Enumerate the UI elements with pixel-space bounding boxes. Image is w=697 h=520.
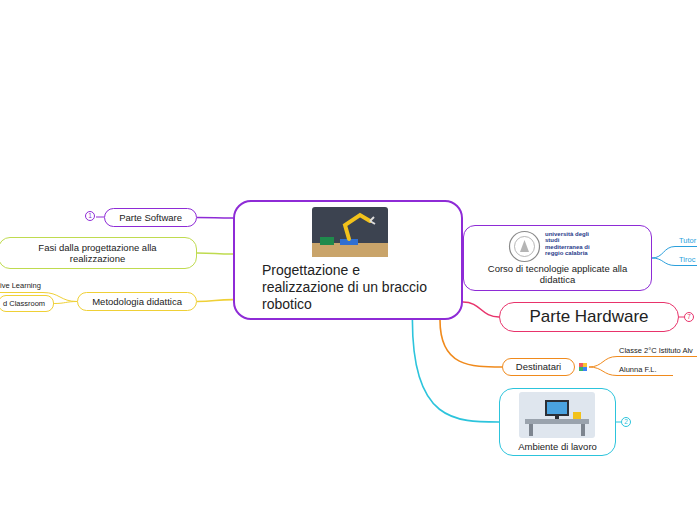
branch-connector bbox=[197, 253, 233, 254]
topic-text: Alunna F.L. bbox=[619, 365, 657, 374]
robot-arm-photo bbox=[312, 207, 388, 257]
seal-ring bbox=[510, 232, 540, 262]
monitor-screen bbox=[547, 402, 567, 414]
topic-box: d Classroom bbox=[0, 295, 54, 312]
branch-connector bbox=[463, 302, 499, 317]
audience-icon bbox=[579, 363, 587, 371]
logo-text: università degli studi mediterranea di r… bbox=[545, 231, 591, 256]
topic-box: Metodologia didattica bbox=[77, 292, 197, 311]
indicator-stem bbox=[96, 217, 104, 218]
collapse-count: 2 bbox=[621, 417, 631, 427]
topic-box: Ambiente di lavoro bbox=[499, 388, 616, 456]
topic-box: Corso di tecnologie applicate alla didat… bbox=[463, 225, 652, 291]
topic-box: Parte Software bbox=[104, 208, 197, 227]
branch-connector bbox=[197, 217, 233, 219]
topic-box: Progettazione e realizzazione di un brac… bbox=[233, 200, 463, 320]
branch-connector bbox=[412, 320, 499, 422]
topic-text: Classe 2°C Istituto Alv bbox=[619, 346, 693, 355]
branch-connector bbox=[54, 302, 77, 304]
topic-text: Parte Hardware bbox=[529, 307, 648, 327]
branch-connector bbox=[652, 247, 675, 259]
collapse-count: 1 bbox=[85, 211, 95, 221]
university-seal bbox=[508, 230, 541, 263]
robot-gripper bbox=[370, 217, 375, 224]
topic-text: Corso di tecnologie applicate alla didat… bbox=[469, 264, 646, 286]
desk-leg bbox=[581, 424, 585, 436]
robot-kit bbox=[573, 412, 581, 419]
topic-text: Metodologia didattica bbox=[92, 296, 182, 307]
branch-connector bbox=[652, 258, 675, 266]
topic-box: Parte Hardware bbox=[499, 302, 679, 332]
branch-connector bbox=[197, 300, 233, 302]
topic-text: Fasi dalla progettazione alla realizzazi… bbox=[18, 242, 178, 265]
collapse-count: 7 bbox=[684, 312, 694, 322]
branch-leaf: Tutor bbox=[675, 234, 697, 247]
monitor-stand bbox=[555, 416, 559, 419]
desk-leg bbox=[529, 424, 533, 436]
board bbox=[320, 237, 334, 245]
branch-connector bbox=[440, 320, 502, 367]
photo-ground bbox=[312, 207, 388, 257]
monitor bbox=[545, 400, 569, 416]
topic-text: Tutor bbox=[679, 236, 696, 245]
photo-ground bbox=[519, 392, 595, 438]
branch-leaf: ive Learning bbox=[0, 279, 43, 293]
branch-leaf: Classe 2°C Istituto Alv bbox=[617, 344, 697, 357]
topic-text: Parte Software bbox=[119, 212, 182, 223]
topic-text: Destinatari bbox=[516, 361, 561, 372]
topic-text: Ambiente di lavoro bbox=[518, 441, 597, 452]
branch-leaf: Alunna F.L. bbox=[617, 363, 673, 376]
branch-connector bbox=[589, 357, 617, 368]
desk-top bbox=[525, 419, 589, 424]
branch-leaf: Tiroc bbox=[675, 253, 697, 266]
topic-text: ive Learning bbox=[0, 281, 41, 290]
photo-table bbox=[312, 243, 388, 257]
topic-box: Destinatari bbox=[502, 358, 575, 376]
topic-text: Tiroc bbox=[679, 255, 695, 264]
seal-inner bbox=[515, 237, 535, 257]
workspace-photo bbox=[519, 392, 595, 438]
topic-box: Fasi dalla progettazione alla realizzazi… bbox=[0, 237, 197, 269]
seal-figure bbox=[520, 240, 529, 252]
robot-arm bbox=[345, 215, 370, 239]
topic-text: Progettazione e realizzazione di un brac… bbox=[262, 262, 427, 312]
branch-connector bbox=[589, 367, 617, 376]
topic-text: d Classroom bbox=[3, 299, 45, 308]
